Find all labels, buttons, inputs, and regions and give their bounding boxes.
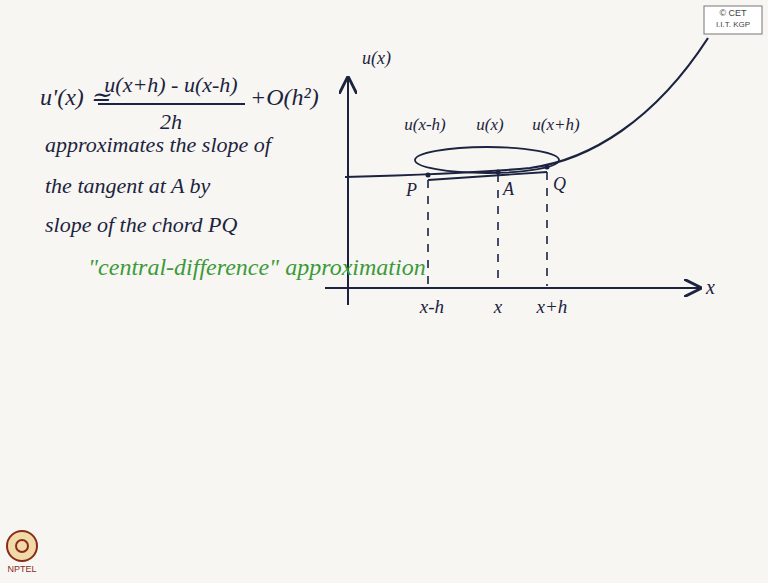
watermark: I.I.T. KGP	[716, 20, 750, 29]
note-line: approximates the slope of	[45, 132, 271, 157]
point-dot	[426, 173, 431, 178]
function-curve	[345, 38, 708, 177]
logo-box	[704, 6, 762, 34]
tick-label: x-h	[420, 296, 444, 318]
tick-label: x	[494, 296, 502, 318]
point-label: A	[503, 179, 514, 200]
axis-label: u(x)	[362, 48, 391, 69]
dashed-guide	[427, 180, 429, 286]
method-name: "central-difference" approximation	[88, 254, 426, 282]
x-axis	[325, 287, 700, 289]
value-label: u(x)	[476, 115, 503, 135]
fraction-bar	[98, 103, 245, 105]
formula-numerator: u(x+h) - u(x-h)	[104, 72, 237, 97]
value-label: u(x+h)	[532, 115, 579, 135]
formula-lhs: u'(x) ≃	[40, 84, 110, 112]
nptel-logo	[7, 531, 37, 561]
value-label: u(x-h)	[404, 115, 446, 135]
watermark: © CET	[719, 8, 746, 18]
note-line: slope of the chord PQ	[45, 212, 237, 237]
highlight-oval	[415, 147, 559, 173]
dashed-guide	[497, 174, 499, 286]
point-label: Q	[553, 174, 566, 195]
axis-label: x	[706, 276, 715, 299]
logo-text: NPTEL	[7, 564, 36, 574]
formula-denominator: 2h	[160, 109, 182, 134]
nptel-logo	[16, 540, 28, 552]
point-dot	[545, 165, 550, 170]
point-label: P	[406, 180, 417, 201]
note-line: the tangent at A by	[45, 173, 210, 198]
tick-label: x+h	[537, 296, 568, 318]
point-dot	[496, 170, 501, 175]
dashed-guide	[546, 172, 548, 286]
formula-error-term: +O(h²)	[250, 84, 319, 112]
